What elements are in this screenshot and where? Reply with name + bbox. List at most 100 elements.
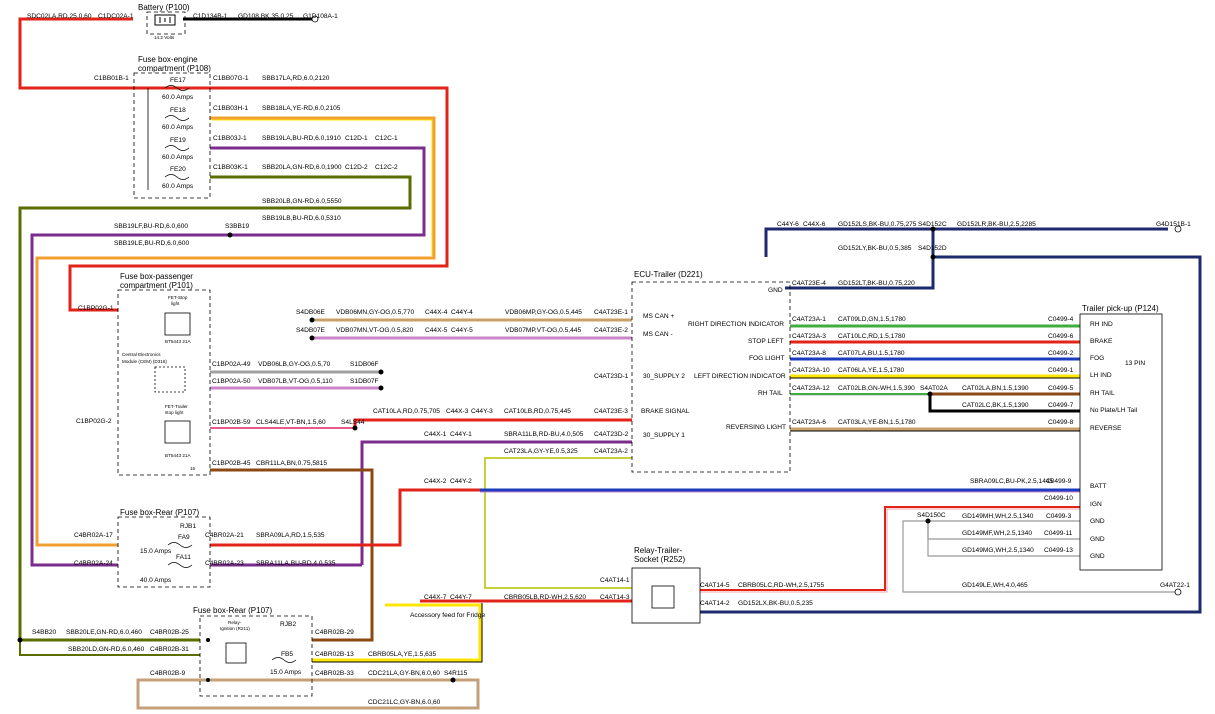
conn-c0499-13: C0499-13 — [1044, 547, 1073, 554]
conn-c0499-3: C0499-3 — [1046, 513, 1072, 520]
ecu-pin-ms-can-plus: MS CAN + — [643, 313, 674, 320]
wire-sbb20[interactable] — [18, 175, 412, 642]
conn-g1d108a1: G1D108A-1 — [303, 13, 338, 20]
labels-layer: Battery (P100) 14.2 Volts Fuse box-engin… — [27, 3, 1191, 706]
conn-c4br02b29: C4BR02B-29 — [315, 629, 354, 636]
wl-cat10la: CAT10LA,RD,0.75,705 — [373, 408, 440, 415]
conn-c4br02a17: C4BR02A-17 — [74, 532, 113, 539]
fuse-fe19-amps: 60.0 Amps — [162, 154, 194, 161]
wire-gd152-main[interactable] — [700, 255, 1202, 614]
conn-c0499-10: C0499-10 — [1044, 495, 1073, 502]
wire-cbr11la[interactable] — [210, 468, 374, 642]
conn-c12c1: C12C-1 — [375, 135, 398, 142]
ecu-pin-stop-left: STOP LEFT — [748, 338, 784, 345]
conn-s1db07f: S1DB07F — [350, 378, 379, 385]
wire-cbrb05lc-trace — [700, 508, 1080, 593]
wire-sdc02la[interactable] — [18, 17, 449, 312]
ecu-trailer-box[interactable] — [631, 281, 791, 473]
wl-sbb20la: SBB20LA,GN-RD,6.0,1900 — [262, 164, 342, 171]
fusebox-passenger-box[interactable] — [117, 289, 211, 476]
conn-c4at14-2: C4AT14-2 — [700, 600, 730, 607]
fuse-fe20-amps: 60.0 Amps — [162, 183, 194, 190]
wire-cbrb05la[interactable] — [312, 603, 482, 662]
tp-pin-fog: FOG — [1090, 355, 1104, 362]
trailer-pickup-box[interactable] — [1079, 313, 1163, 571]
wire-sbra09la[interactable] — [210, 488, 480, 547]
rjb1-label: RJB1 — [180, 523, 196, 530]
relay-socket-title2: Socket (R252) — [634, 555, 685, 564]
conn-c1dc02a1: C1DC02A-1 — [98, 13, 134, 20]
cem-label2: Module (CEM) (D316) — [122, 359, 167, 364]
g4d151b1-ground-icon — [1174, 225, 1182, 233]
conn-c44x6: C44X-6 — [803, 221, 826, 228]
ground-symbols — [311, 15, 1182, 596]
wire-sbb18[interactable] — [35, 116, 436, 547]
conn-s4bb20: S4BB20 — [32, 629, 57, 636]
wire-cbrb05lc[interactable] — [700, 506, 1080, 591]
wire-cat10la[interactable] — [353, 418, 632, 428]
wl-cbrb05lb: CBRB05LB,RD-WH,2.5,620 — [504, 594, 586, 601]
wire-cdc21[interactable] — [136, 678, 480, 710]
conn-c44x1: C44X-1 — [424, 431, 447, 438]
conn-c12c2: C12C-2 — [375, 164, 398, 171]
wire-gd152lt[interactable] — [785, 257, 935, 290]
fuse-fa11-amps: 40.0 Amps — [140, 577, 172, 584]
ecu-pin-ms-can-minus: MS CAN - — [643, 331, 673, 338]
wire-sbb20ld[interactable] — [19, 640, 200, 656]
wl-sbb19lf: SBB19LF,BU-RD,6.0,600 — [114, 223, 188, 230]
accessory-note: Accessory feed for Fridge — [410, 612, 485, 619]
junction-dots — [17, 226, 936, 683]
trailer-13pin: 13 PIN — [1125, 360, 1145, 367]
wire-gd152lr[interactable] — [764, 227, 1168, 257]
tp-pin-batt: BATT — [1090, 483, 1106, 490]
wire-gd149le[interactable] — [902, 520, 1175, 593]
conn-c4at14-5: C4AT14-5 — [700, 582, 730, 589]
conn-c4br02b13: C4BR02B-13 — [315, 651, 354, 658]
wire-sbb19[interactable] — [30, 146, 426, 567]
conn-c4at14-1: C4AT14-1 — [600, 577, 630, 584]
wl-gd149le: GD149LE,WH,4.0,465 — [962, 582, 1028, 589]
conn-c4at23e4: C4AT23E-4 — [792, 280, 826, 287]
conn-c0499-2: C0499-2 — [1048, 350, 1074, 357]
fuse-fe17: FE17 — [170, 77, 186, 84]
fet-stop-label: FET-Stop — [168, 295, 188, 300]
fusebox-rear2-box[interactable] — [199, 615, 313, 697]
fusebox-engine-box[interactable] — [133, 72, 211, 199]
conn-c4br02b33: C4BR02B-33 — [315, 670, 354, 677]
wl-cat06la: CAT06LA,YE,1.5,1780 — [838, 367, 905, 374]
wl-sbb19lb: SBB19LB,BU-RD,6.0,5310 — [262, 215, 341, 222]
tp-pin-rh-ind: RH IND — [1090, 321, 1113, 328]
conn-c1bp02a49: C1BP02A-49 — [212, 361, 251, 368]
conn-c4br02a24: C4BR02A-24 — [74, 560, 113, 567]
ecu-pin-fog: FOG LIGHT — [749, 355, 785, 362]
conn-g4at22-1: G4AT22-1 — [1160, 582, 1190, 589]
battery-volts: 14.2 Volts — [154, 35, 175, 40]
conn-c44x5: C44X-5 — [425, 327, 448, 334]
wire-cat02lc[interactable] — [928, 394, 1080, 413]
conn-c4br02b31: C4BR02B-31 — [150, 646, 189, 653]
fusebox-passenger-title2: compartment (P101) — [120, 281, 193, 290]
fusebox-engine-title: Fuse box-engine — [138, 55, 198, 64]
fusebox-rear2-title: Fuse box-Rear (P107) — [193, 606, 272, 615]
wl-cat10lb: CAT10LB,RD,0.75,445 — [504, 408, 571, 415]
conn-c0499-9: C0499-9 — [1046, 478, 1072, 485]
relay-socket-box[interactable] — [631, 567, 701, 624]
fusebox-rear1-box[interactable] — [117, 516, 211, 588]
conn-g4d151b1: G4D151B-1 — [1156, 221, 1191, 228]
wl-gd152ls: GD152LS,BK-BU,0.75,275 — [838, 221, 917, 228]
conn-c44x4: C44X-4 — [425, 309, 448, 316]
fusebox-rear1-title: Fuse box-Rear (P107) — [120, 508, 199, 517]
battery-box[interactable] — [146, 11, 186, 35]
tp-pin-gnd-1: GND — [1090, 518, 1105, 525]
wire-sbra11lb[interactable] — [360, 440, 632, 565]
fuse-fb5: FB5 — [281, 651, 293, 658]
wl-cat10lc: CAT10LC,RD,1.5,1780 — [838, 333, 906, 340]
conn-c1bp02g2: C1BP02G-2 — [76, 418, 112, 425]
conn-c0499-1: C0499-1 — [1048, 367, 1074, 374]
conn-c4at23a2: C4AT23A-2 — [594, 448, 628, 455]
wire-gd149mg[interactable] — [927, 521, 1080, 557]
conn-c4at23a6: C4AT23A-6 — [792, 419, 826, 426]
wire-cat23la[interactable] — [484, 457, 632, 589]
conn-c4at23a1: C4AT23A-1 — [792, 316, 826, 323]
conn-c4at23a8: C4AT23A-8 — [792, 350, 826, 357]
